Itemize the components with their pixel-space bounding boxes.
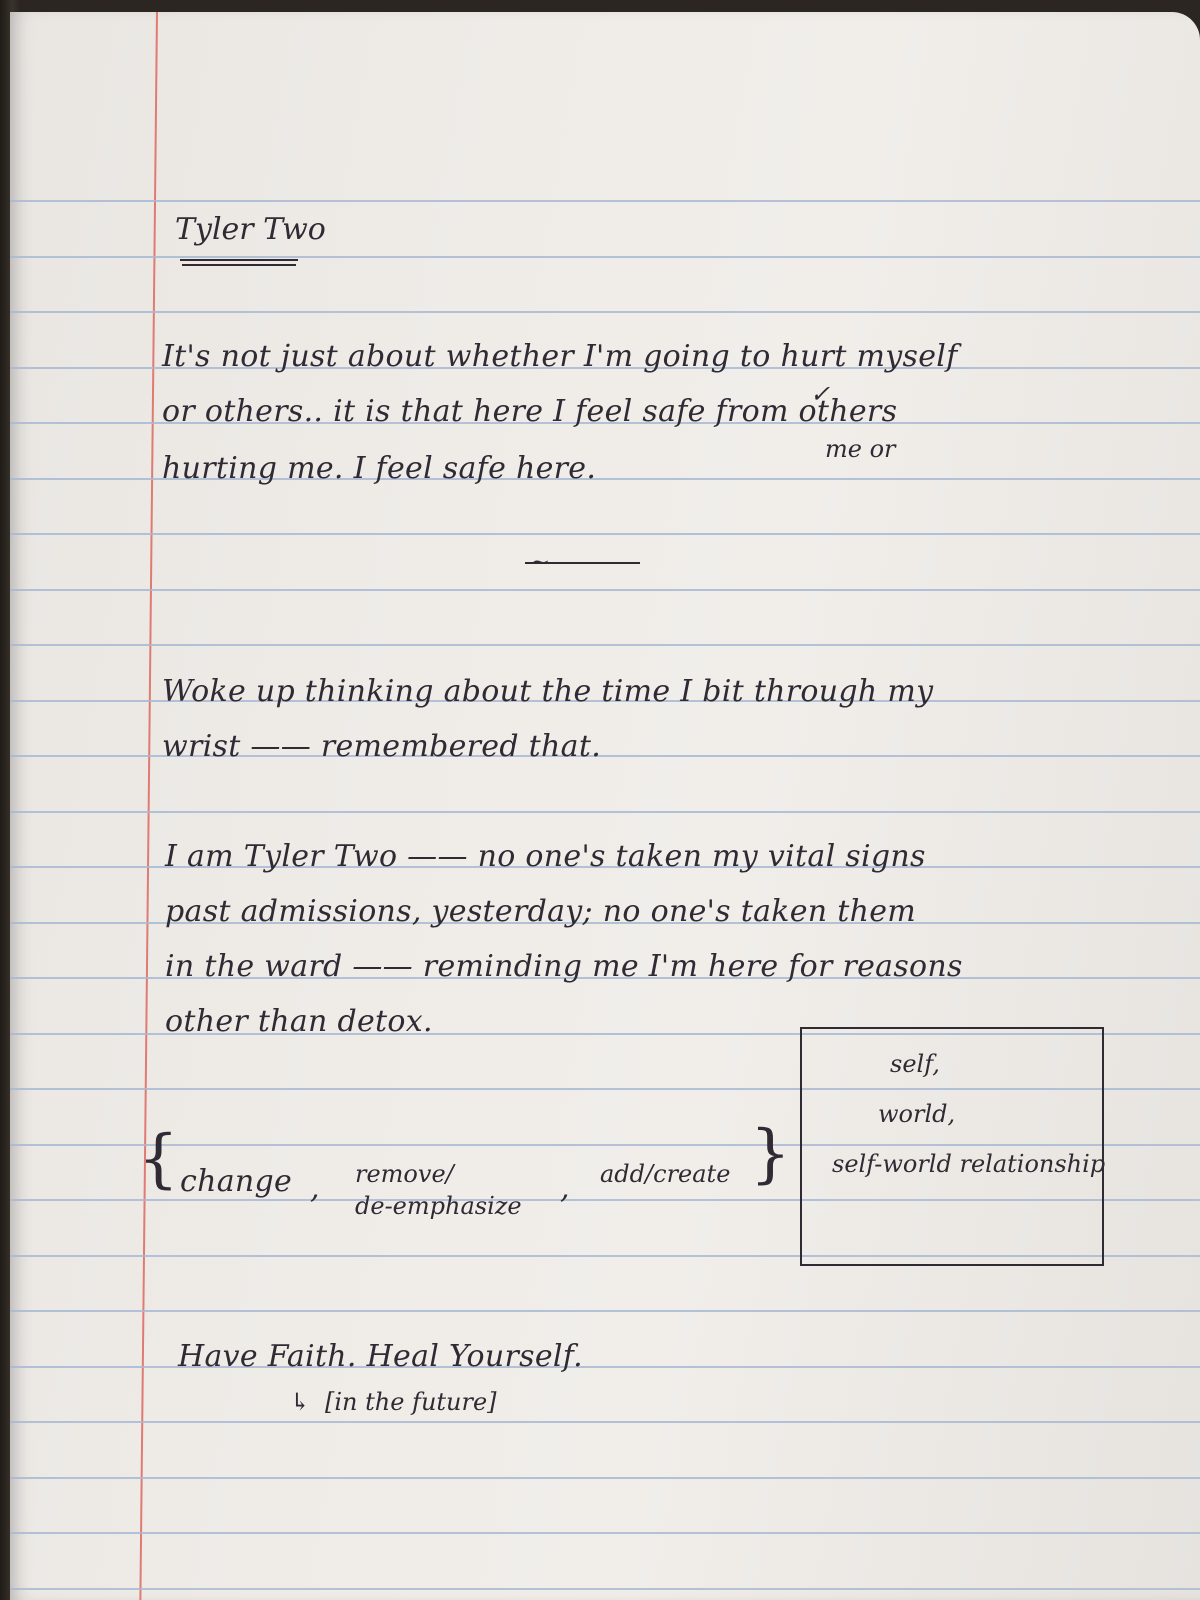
entry3-line1: I am Tyler Two —— no one's taken my vita… [165,839,926,874]
ruled-line [10,200,1200,202]
entry3-line2: past admissions, yesterday; no one's tak… [165,894,917,929]
ruled-line [10,1310,1200,1312]
ruled-line [10,755,1200,757]
bracket-item-world: world, [878,1100,956,1128]
ruled-line [10,478,1200,480]
diagram-comma-2: , [560,1171,570,1206]
ruled-line [10,977,1200,979]
ruled-line [10,1199,1200,1201]
closing-arrow: ↳ [290,1388,311,1416]
ruled-line [10,1255,1200,1257]
ruled-line [10,1477,1200,1479]
diagram-remove: remove/ [355,1160,454,1188]
bracket-item-self: self, [890,1050,940,1078]
ruled-line [10,1588,1200,1590]
ruled-line [10,866,1200,868]
ruled-line [10,1421,1200,1423]
entry2-line2: wrist —— remembered that. [162,729,602,764]
ruled-line [10,922,1200,924]
left-curly-brace: { [138,1122,179,1196]
bracket-box [800,1027,1104,1266]
diagram-add-create: add/create [600,1160,731,1188]
diagram-change: change [180,1164,293,1199]
closing-line2: [in the future] [325,1388,497,1416]
entry2-line1: Woke up thinking about the time I bit th… [162,674,934,709]
notebook-page: Tyler Two It's not just about whether I'… [10,12,1200,1600]
right-curly-brace: } [750,1117,791,1191]
entry1-insert: me or [825,435,896,463]
page-title: Tyler Two [175,212,326,247]
entry3-line4: other than detox. [165,1004,433,1039]
ruled-line [10,533,1200,535]
entry1-line2: or others.. it is that here I feel safe … [162,394,898,429]
ruled-line [10,644,1200,646]
closing-line1: Have Faith. Heal Yourself. [178,1339,583,1374]
entry1-line3: hurting me. I feel safe here. [162,451,597,486]
entry1-caret: ✓ [810,380,831,408]
ruled-line [10,1033,1200,1035]
margin-line [139,12,158,1600]
section-divider-mark: ~ [530,548,551,576]
ruled-line [10,311,1200,313]
title-underline-second [182,264,296,266]
ruled-line [10,256,1200,258]
ruled-line [10,1144,1200,1146]
bracket-item-relationship: self-world relationship [832,1150,1106,1178]
entry1-line1: It's not just about whether I'm going to… [162,339,958,374]
entry3-line3: in the ward —— reminding me I'm here for… [165,949,963,984]
ruled-line [10,367,1200,369]
ruled-line [10,1088,1200,1090]
section-divider [525,562,640,564]
ruled-line [10,700,1200,702]
title-underline [180,259,298,261]
diagram-deemphasize: de-emphasize [355,1192,522,1220]
ruled-line [10,1532,1200,1534]
ruled-line [10,589,1200,591]
ruled-line [10,1366,1200,1368]
ruled-line [10,422,1200,424]
ruled-line [10,811,1200,813]
diagram-comma-1: , [310,1171,320,1206]
